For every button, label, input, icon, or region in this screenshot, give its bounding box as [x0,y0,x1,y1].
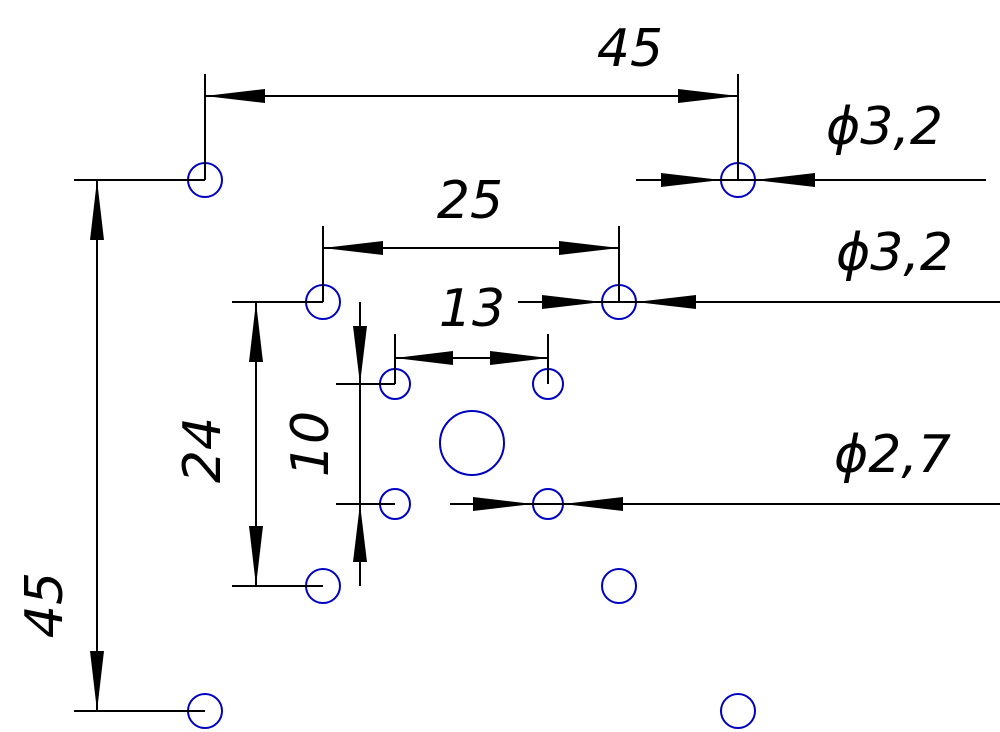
hole-center [439,410,505,476]
dim-mid-24: 24 [173,301,323,587]
dim-diameter-small: ϕ2,7 [450,425,1000,511]
dim-label-diameter-top: ϕ3,2 [826,97,943,157]
dim-diameter-mid: ϕ3,2 [518,223,1000,309]
dim-label-small-13: 13 [439,279,505,339]
dim-label-mid-24: 24 [173,417,233,483]
dim-small-13: 13 [394,279,549,384]
dim-label-diameter-small: ϕ2,7 [834,425,951,485]
hole-outer-bottom-right [720,693,756,729]
dim-label-diameter-mid: ϕ3,2 [836,223,953,283]
dim-inner-25: 25 [322,171,620,302]
dim-label-left-45: 45 [15,572,75,638]
dim-left-45: 45 [15,179,205,712]
hole-mid-bottom-right [601,568,637,604]
dim-top-45: 45 [204,19,739,180]
dim-label-inner-10: 10 [281,411,341,477]
dim-diameter-top: ϕ3,2 [636,97,986,187]
dim-inner-10: 10 [281,302,395,586]
dim-label-top-45: 45 [597,19,663,79]
dim-label-inner-25: 25 [437,171,503,231]
